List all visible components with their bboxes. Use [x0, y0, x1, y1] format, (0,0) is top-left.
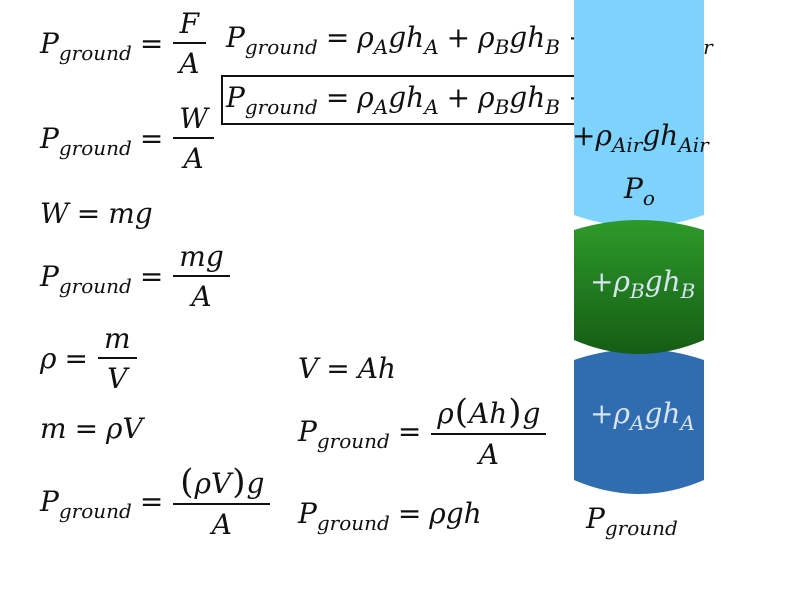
fraction-rho-ah-g-over-a: ρ(Ah)g A	[431, 395, 547, 469]
eq-weight-mg: W=mg	[40, 197, 153, 230]
fraction-rhovg-over-a: (ρV)g A	[173, 465, 271, 539]
eq-volume-ah: V=Ah	[298, 352, 396, 385]
